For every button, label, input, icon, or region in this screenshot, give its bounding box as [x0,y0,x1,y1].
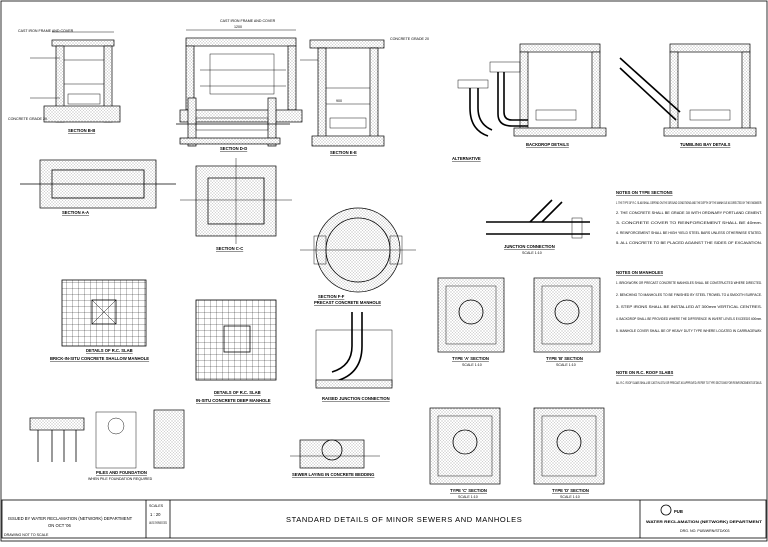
type-c-view: TYPE 'C' SECTION SCALE 1:10 [429,407,501,499]
type-a-scale: SCALE 1:10 [462,363,482,367]
notes-manholes-heading: NOTES ON MANHOLES [616,270,663,275]
ee-dim: 900 [336,99,342,103]
section-ee-view: 900 CONCRETE GRADE 20 SECTION E-E [300,37,429,155]
backdrop-view: BACKDROP DETAILS [489,43,607,147]
section-aa-plan-view: SECTION A-A [20,159,176,215]
bb-label-concrete: CONCRETE GRADE 20 [8,117,47,121]
pile-title: PILES AND FOUNDATION [96,470,147,475]
notes-type-heading: NOTES ON TYPE SECTIONS [616,190,673,195]
raised-junction-title: RAISED JUNCTION CONNECTION [322,396,390,401]
type-c-scale: SCALE 1:10 [458,495,478,499]
junction-connection-view: JUNCTION CONNECTION SCALE 1:10 [486,199,590,255]
section-bb-title: SECTION B-B [68,128,95,133]
section-ff-title: SECTION F-F [318,294,345,299]
raised-junction-view: RAISED JUNCTION CONNECTION [315,312,393,401]
footer-note: DRAWING NOT TO SCALE [4,533,49,537]
issued-date: ON OCT '06 [48,523,71,528]
section-dd-title: SECTION D-D [220,146,247,151]
aa-label-cover: CAST IRON FRAME AND COVER [220,19,276,23]
section-cc-title: SECTION C-C [216,246,243,251]
notes-roof-heading: NOTE ON R.C. ROOF SLABS [616,370,673,375]
tumbling-bay-title: TUMBLING BAY DETAILS [680,142,731,147]
title-block: ISSUED BY WATER RECLAMATION (NETWORK) DE… [1,499,767,539]
sewer-bedding-title: SEWER LAYING IN CONCRETE BEDDING [292,472,374,477]
precast-manhole-view: SECTION F-F PRECAST CONCRETE MANHOLE [300,207,416,305]
notes-manholes-item: 2. BENCHING TO MANHOLES TO BE FINISHED B… [616,293,762,297]
deep-manhole-title: IN-SITU CONCRETE DEEP MANHOLE [196,398,271,403]
issued-by: ISSUED BY WATER RECLAMATION (NETWORK) DE… [8,516,133,521]
scale-value: 1 : 20 [150,512,161,517]
shallow-manhole-title: BRICK-IN-SITU CONCRETE SHALLOW MANHOLE [50,356,149,361]
notes-manholes-item: 5. MANHOLE COVER SHALL BE OF HEAVY DUTY … [616,329,762,333]
drawing-no: DRG. NO. PUB/WRN/STD/003 [680,529,730,533]
type-b-scale: SCALE 1:10 [556,363,576,367]
scales-label: SCALES [149,504,164,508]
notes-roof-item: ALL R.C. ROOF SLABS SHALL BE CAST IN-SIT… [616,381,762,385]
type-d-scale: SCALE 1:10 [560,495,580,499]
section-cc-view: SECTION C-C [180,158,292,251]
notes-roof-slabs: NOTE ON R.C. ROOF SLABS ALL R.C. ROOF SL… [616,370,762,385]
tumbling-bay-view: TUMBLING BAY DETAILS [619,43,757,147]
rc-slab-2-title: DETAILS OF R.C. SLAB [214,390,261,395]
type-d-title: TYPE 'D' SECTION [552,488,589,493]
sheet-title: STANDARD DETAILS OF MINOR SEWERS AND MAN… [286,515,522,524]
section-dd-view: SECTION D-D [176,97,290,151]
section-aa-title: SECTION A-A [62,210,89,215]
notes-type-item: 5. ALL CONCRETE TO BE PLACED AGAINST THE… [616,241,762,245]
ee-label-concrete: CONCRETE GRADE 20 [390,37,429,41]
pile-foundation-view: PILES AND FOUNDATION WHEN PILE FOUNDATIO… [29,409,185,481]
bb-label-cover: CAST IRON FRAME AND COVER [18,29,74,33]
org-dept: WATER RECLAMATION (NETWORK) DEPARTMENT [646,520,763,524]
alternative-view: ALTERNATIVE [452,79,493,161]
pub-logo: PUB [674,509,683,514]
rc-slab-1-title: DETAILS OF R.C. SLAB [86,348,133,353]
type-c-title: TYPE 'C' SECTION [450,488,487,493]
notes-type-sections: NOTES ON TYPE SECTIONS 1. THE TYPE OF R.… [616,190,762,245]
junction-scale: SCALE 1:10 [522,251,542,255]
junction-title: JUNCTION CONNECTION [504,244,555,249]
type-b-view: TYPE 'B' SECTION SCALE 1:10 [533,277,601,367]
pile-note: WHEN PILE FOUNDATION REQUIRED [88,477,153,481]
backdrop-title: BACKDROP DETAILS [526,142,569,147]
section-bb-view: CAST IRON FRAME AND COVER CONCRETE GRADE… [8,29,121,133]
notes-manholes-item: 3. STEP IRONS SHALL BE INSTALLED AT 300m… [616,305,762,309]
type-a-title: TYPE 'A' SECTION [452,356,489,361]
precast-manhole-title: PRECAST CONCRETE MANHOLE [314,300,381,305]
section-aa-top-view: CAST IRON FRAME AND COVER 1200 [179,19,303,123]
type-b-title: TYPE 'B' SECTION [546,356,583,361]
notes-type-item: 4. REINFORCEMENT SHALL BE HIGH YIELD STE… [616,231,762,235]
notes-manholes-item: 4. BACKDROP SHALL BE PROVIDED WHERE THE … [616,317,762,321]
scale-note: UNLESS OTHERWISE STATED [149,521,167,525]
notes-type-item: 1. THE TYPE OF R.C. SLAB SHALL DEPEND ON… [616,201,762,205]
type-d-view: TYPE 'D' SECTION SCALE 1:10 [533,407,605,499]
pub-logo-mark [660,504,672,516]
deep-manhole-slab-view: DETAILS OF R.C. SLAB IN-SITU CONCRETE DE… [195,299,277,403]
sewer-bedding-view: SEWER LAYING IN CONCRETE BEDDING [290,439,380,477]
section-ee-title: SECTION E-E [330,150,357,155]
notes-type-item: 3. CONCRETE COVER TO REINFORCEMENT SHALL… [616,221,762,225]
alternative-title: ALTERNATIVE [452,156,481,161]
notes-manholes: NOTES ON MANHOLES 1. BRICKWORK OR PRECAS… [616,270,762,333]
notes-type-item: 2. THE CONCRETE SHALL BE GRADE 30 WITH O… [616,211,762,215]
aa-dim: 1200 [234,25,242,29]
type-a-view: TYPE 'A' SECTION SCALE 1:10 [437,277,505,367]
notes-manholes-item: 1. BRICKWORK OR PRECAST CONCRETE MANHOLE… [616,281,762,285]
shallow-manhole-slab-view: DETAILS OF R.C. SLAB BRICK-IN-SITU CONCR… [50,279,149,361]
